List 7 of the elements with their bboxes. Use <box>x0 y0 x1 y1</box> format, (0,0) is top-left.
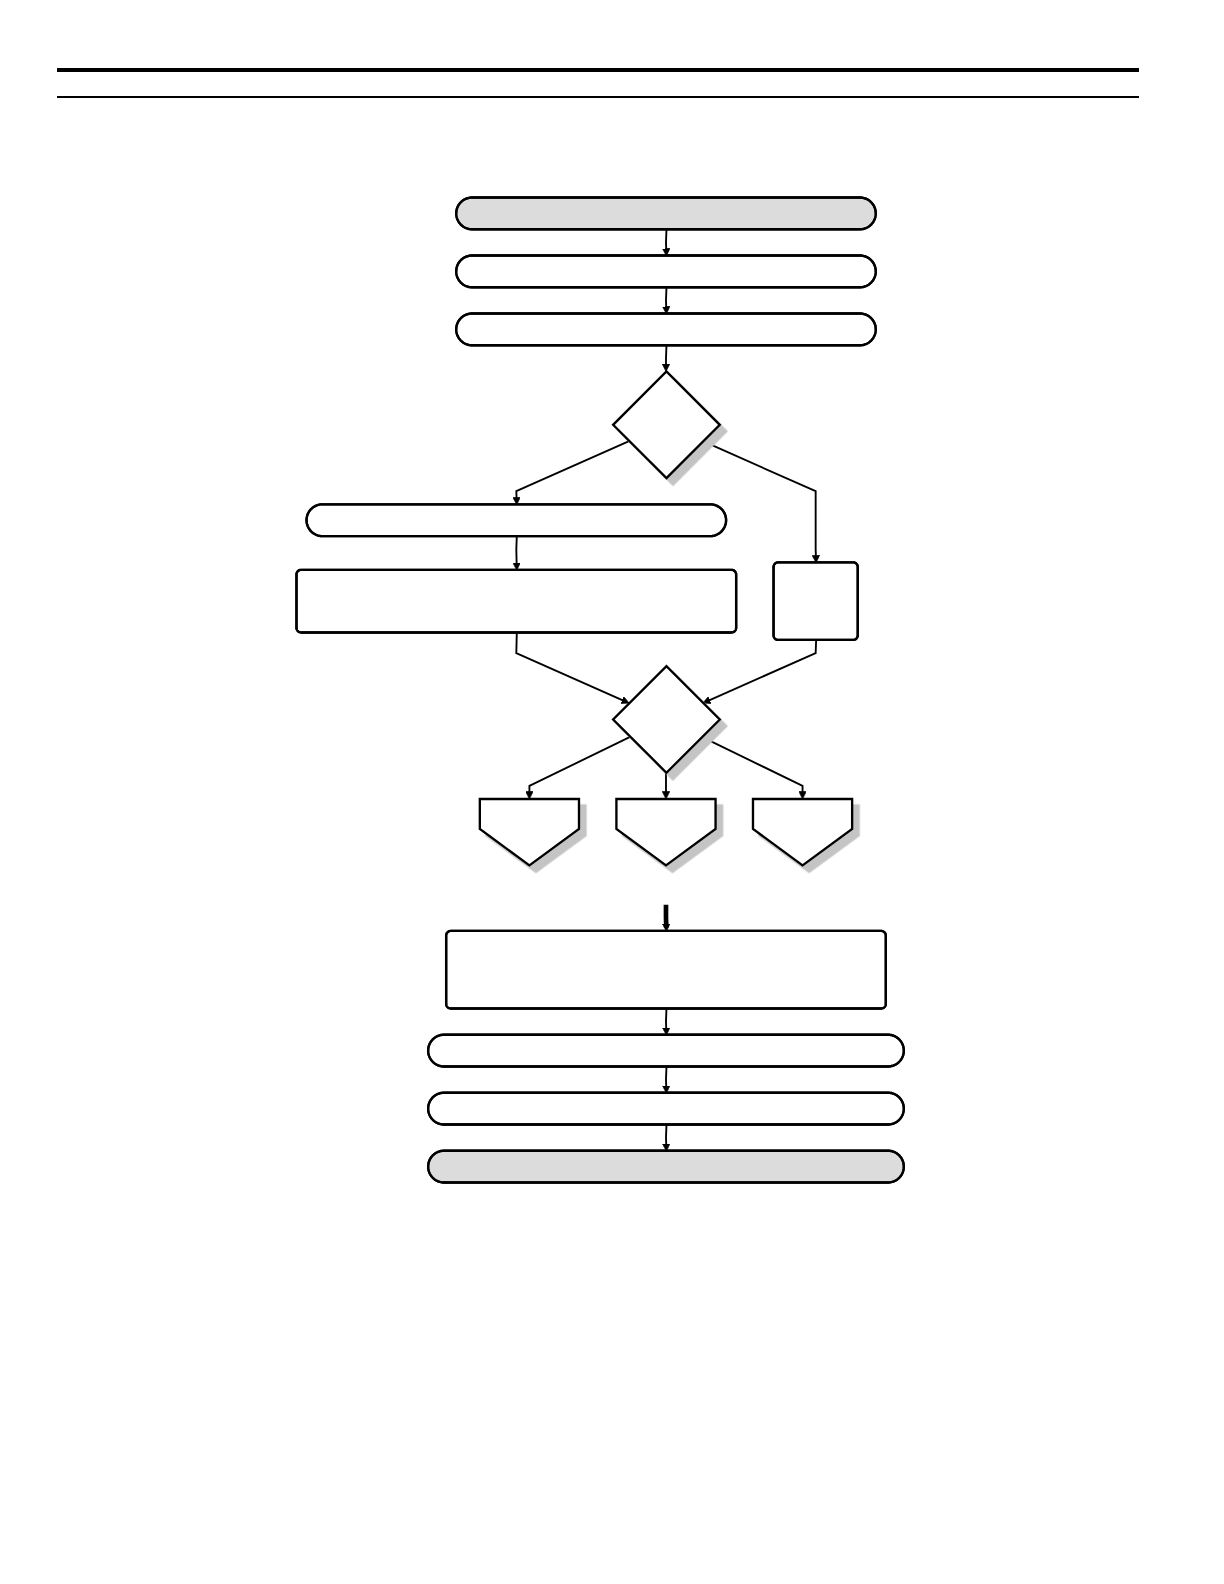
node-pentagon <box>751 797 854 867</box>
node-diamond <box>611 664 722 775</box>
arrow <box>515 632 630 704</box>
node-pentagon <box>615 797 717 867</box>
node-diamond <box>611 369 722 480</box>
node-pentagon <box>478 797 580 867</box>
arrow <box>702 639 817 704</box>
